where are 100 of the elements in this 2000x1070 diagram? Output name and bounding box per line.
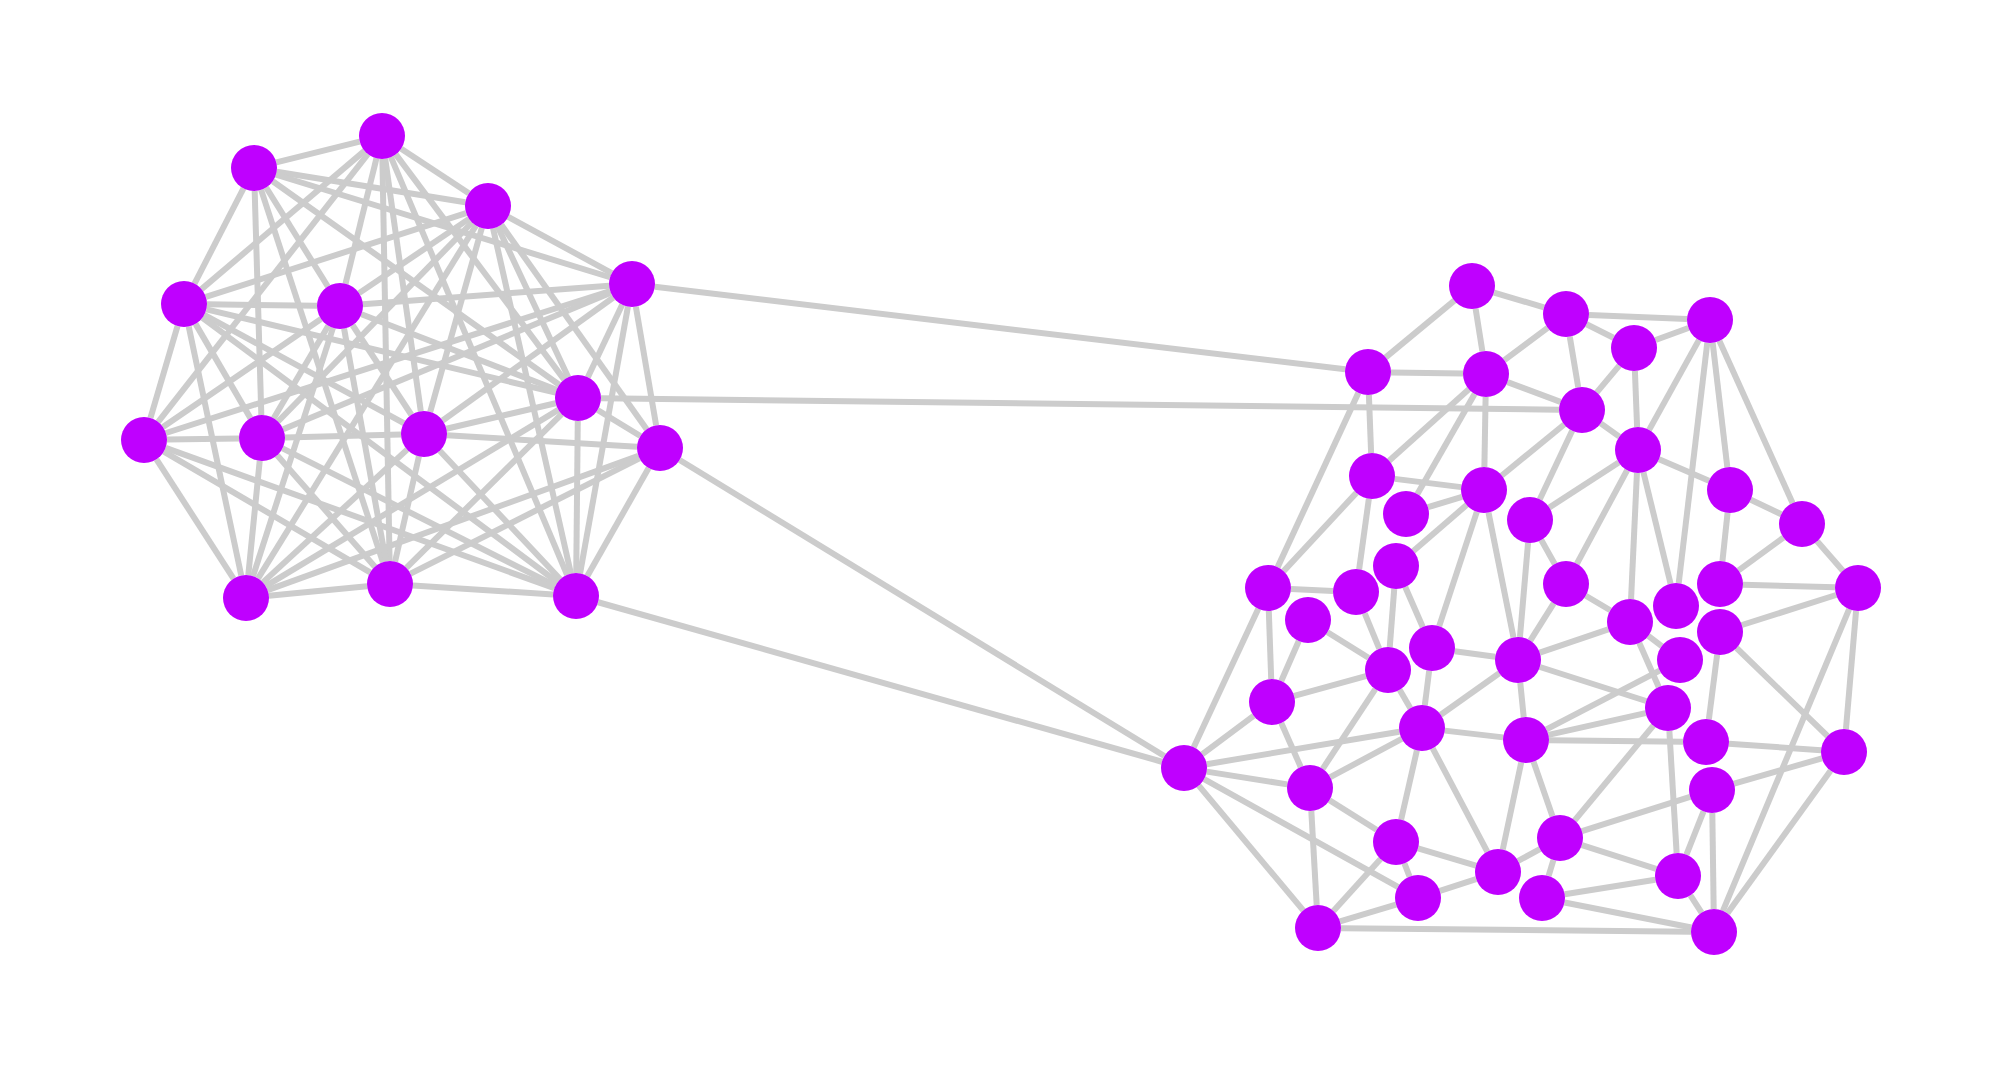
connector-line xyxy=(1386,588,1398,648)
connector-line xyxy=(1728,740,1822,754)
connector-line xyxy=(245,460,263,576)
node-circle xyxy=(1645,685,1691,731)
connector-line xyxy=(1278,639,1302,683)
connector-line xyxy=(202,312,406,426)
node-circle xyxy=(367,561,413,607)
connector-line xyxy=(1545,859,1557,877)
connector-line xyxy=(1401,862,1413,878)
connector-line xyxy=(1398,749,1420,821)
connector-line xyxy=(1598,420,1622,440)
connector-line xyxy=(1725,768,1833,916)
connector-line xyxy=(251,190,265,416)
connector-line xyxy=(1308,810,1320,906)
connector-line xyxy=(445,400,557,432)
connector-line xyxy=(1538,626,1610,656)
node-circle xyxy=(1653,583,1699,629)
node-circle xyxy=(1821,729,1867,775)
node-circle xyxy=(1657,637,1703,683)
connector-line xyxy=(1594,363,1622,395)
connector-line xyxy=(260,447,410,585)
node-circle xyxy=(1503,717,1549,763)
connector-line xyxy=(495,225,571,379)
connector-line xyxy=(264,407,560,589)
connector-line xyxy=(165,288,611,436)
connector-line xyxy=(1397,688,1413,710)
node-circle xyxy=(1607,599,1653,645)
connector-line xyxy=(1290,586,1334,594)
node-circle xyxy=(1519,875,1565,921)
connector-line xyxy=(263,185,331,289)
node-circle xyxy=(1707,467,1753,513)
connector-line xyxy=(275,171,611,281)
connector-line xyxy=(446,432,638,450)
connector-line xyxy=(379,158,393,562)
connector-line xyxy=(1365,394,1375,454)
connector-line xyxy=(206,301,318,309)
connector-line xyxy=(1444,727,1504,741)
connector-line xyxy=(1709,812,1717,910)
connector-line xyxy=(498,223,650,431)
node-circle xyxy=(1697,561,1743,607)
node-circle xyxy=(1475,849,1521,895)
connector-line xyxy=(255,224,479,580)
connector-line xyxy=(1566,336,1582,388)
connector-line xyxy=(1206,768,1288,788)
node-circle xyxy=(1697,609,1743,655)
node-circle xyxy=(1537,815,1583,861)
connector-line xyxy=(1538,538,1558,566)
node-circle xyxy=(1611,325,1657,371)
connector-line xyxy=(1741,592,1837,628)
connector-line xyxy=(1499,422,1567,478)
node-circle xyxy=(1161,745,1207,791)
connector-line xyxy=(1547,460,1621,510)
connector-line xyxy=(1640,471,1674,585)
connector-line xyxy=(1481,396,1489,468)
connector-line xyxy=(1325,629,1371,661)
connector-line xyxy=(1814,539,1846,573)
connector-line xyxy=(1454,648,1496,660)
connector-line xyxy=(266,453,640,593)
connector-line xyxy=(1411,502,1469,554)
connector-line xyxy=(1356,498,1372,570)
connector-line xyxy=(1574,468,1630,566)
connector-line xyxy=(388,156,570,576)
connector-line xyxy=(271,178,561,388)
node-circle xyxy=(637,425,683,471)
connector-line xyxy=(199,148,367,292)
connector-line xyxy=(1683,810,1707,856)
connector-line xyxy=(1585,321,1615,341)
connector-line xyxy=(258,188,386,564)
connector-line xyxy=(205,306,557,396)
connector-line xyxy=(1584,593,1612,613)
node-circle xyxy=(121,417,167,463)
connector-line xyxy=(678,457,1166,759)
connector-line xyxy=(1331,857,1383,913)
connector-line xyxy=(1657,456,1711,484)
connector-line xyxy=(1516,542,1532,638)
connector-line xyxy=(573,420,581,574)
node-circle xyxy=(1779,501,1825,547)
node-circle xyxy=(401,411,447,457)
connector-line xyxy=(1387,387,1471,463)
node-circle xyxy=(1655,853,1701,899)
connector-line xyxy=(155,152,371,424)
node-circle xyxy=(1687,297,1733,343)
connector-line xyxy=(577,306,631,574)
connector-line xyxy=(1563,899,1693,931)
connector-line xyxy=(362,282,610,308)
connector-line xyxy=(1191,607,1261,749)
connector-line xyxy=(600,395,1560,413)
connector-line xyxy=(654,283,1346,373)
node-circle xyxy=(1287,765,1333,811)
connector-line xyxy=(341,328,389,562)
connector-line xyxy=(191,187,247,285)
connector-line xyxy=(1436,510,1480,628)
connector-line xyxy=(1196,783,1306,913)
connector-line xyxy=(1421,670,1433,706)
connector-line xyxy=(1572,723,1656,823)
connector-line xyxy=(1749,497,1783,517)
node-circle xyxy=(1373,543,1419,589)
connector-line xyxy=(412,582,554,598)
connector-line xyxy=(392,455,422,563)
connector-line xyxy=(427,227,485,413)
